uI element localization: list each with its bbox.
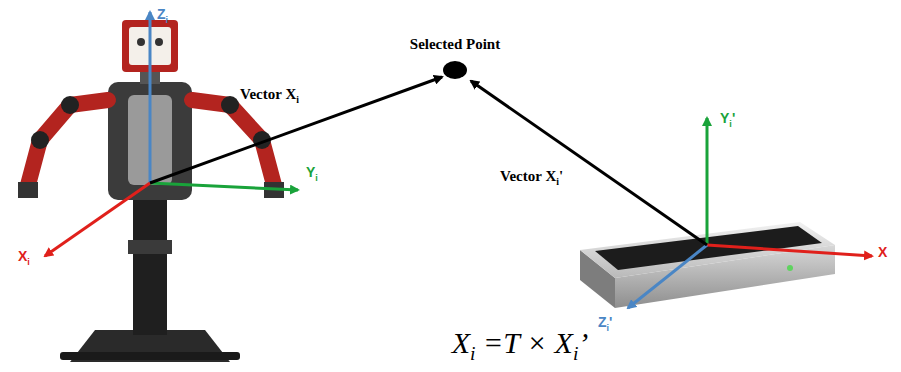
vector-arrow: [471, 81, 707, 245]
y-axis: [706, 118, 709, 245]
axis-label: X: [878, 244, 887, 260]
equation: Xi =T × Xi’: [452, 326, 589, 365]
robot-joint: [61, 96, 79, 114]
selected-point: Selected Point: [410, 36, 500, 79]
y-axis: [150, 183, 298, 190]
axis-label: Xi: [18, 248, 30, 267]
robot-axes: [45, 12, 298, 256]
robot-pedestal-ring: [128, 240, 172, 254]
sensor-axes: [628, 118, 872, 308]
axis-label: Yi': [720, 110, 735, 129]
vector-label: Vector Xi': [500, 168, 563, 187]
robot-eye: [155, 38, 163, 46]
robot-pedestal: [133, 195, 167, 335]
point-label: Selected Point: [410, 36, 500, 53]
robot-base-feet: [60, 352, 240, 360]
robot-eye: [137, 38, 145, 46]
robot-joint: [221, 96, 239, 114]
axis-label: Zi: [157, 6, 168, 25]
x-axis: [707, 245, 872, 256]
x-axis: [45, 183, 150, 256]
robot-gripper: [18, 182, 38, 198]
z-axis: [149, 12, 152, 183]
axis-label: Zi': [598, 314, 612, 333]
sensor-led: [787, 265, 793, 271]
z-axis: [628, 245, 707, 308]
vector-arrow: [150, 77, 442, 183]
point-dot: [443, 61, 467, 79]
axis-label: Yi: [306, 164, 318, 183]
robot-joint: [31, 131, 49, 149]
vector-label: Vector Xi: [240, 86, 299, 105]
